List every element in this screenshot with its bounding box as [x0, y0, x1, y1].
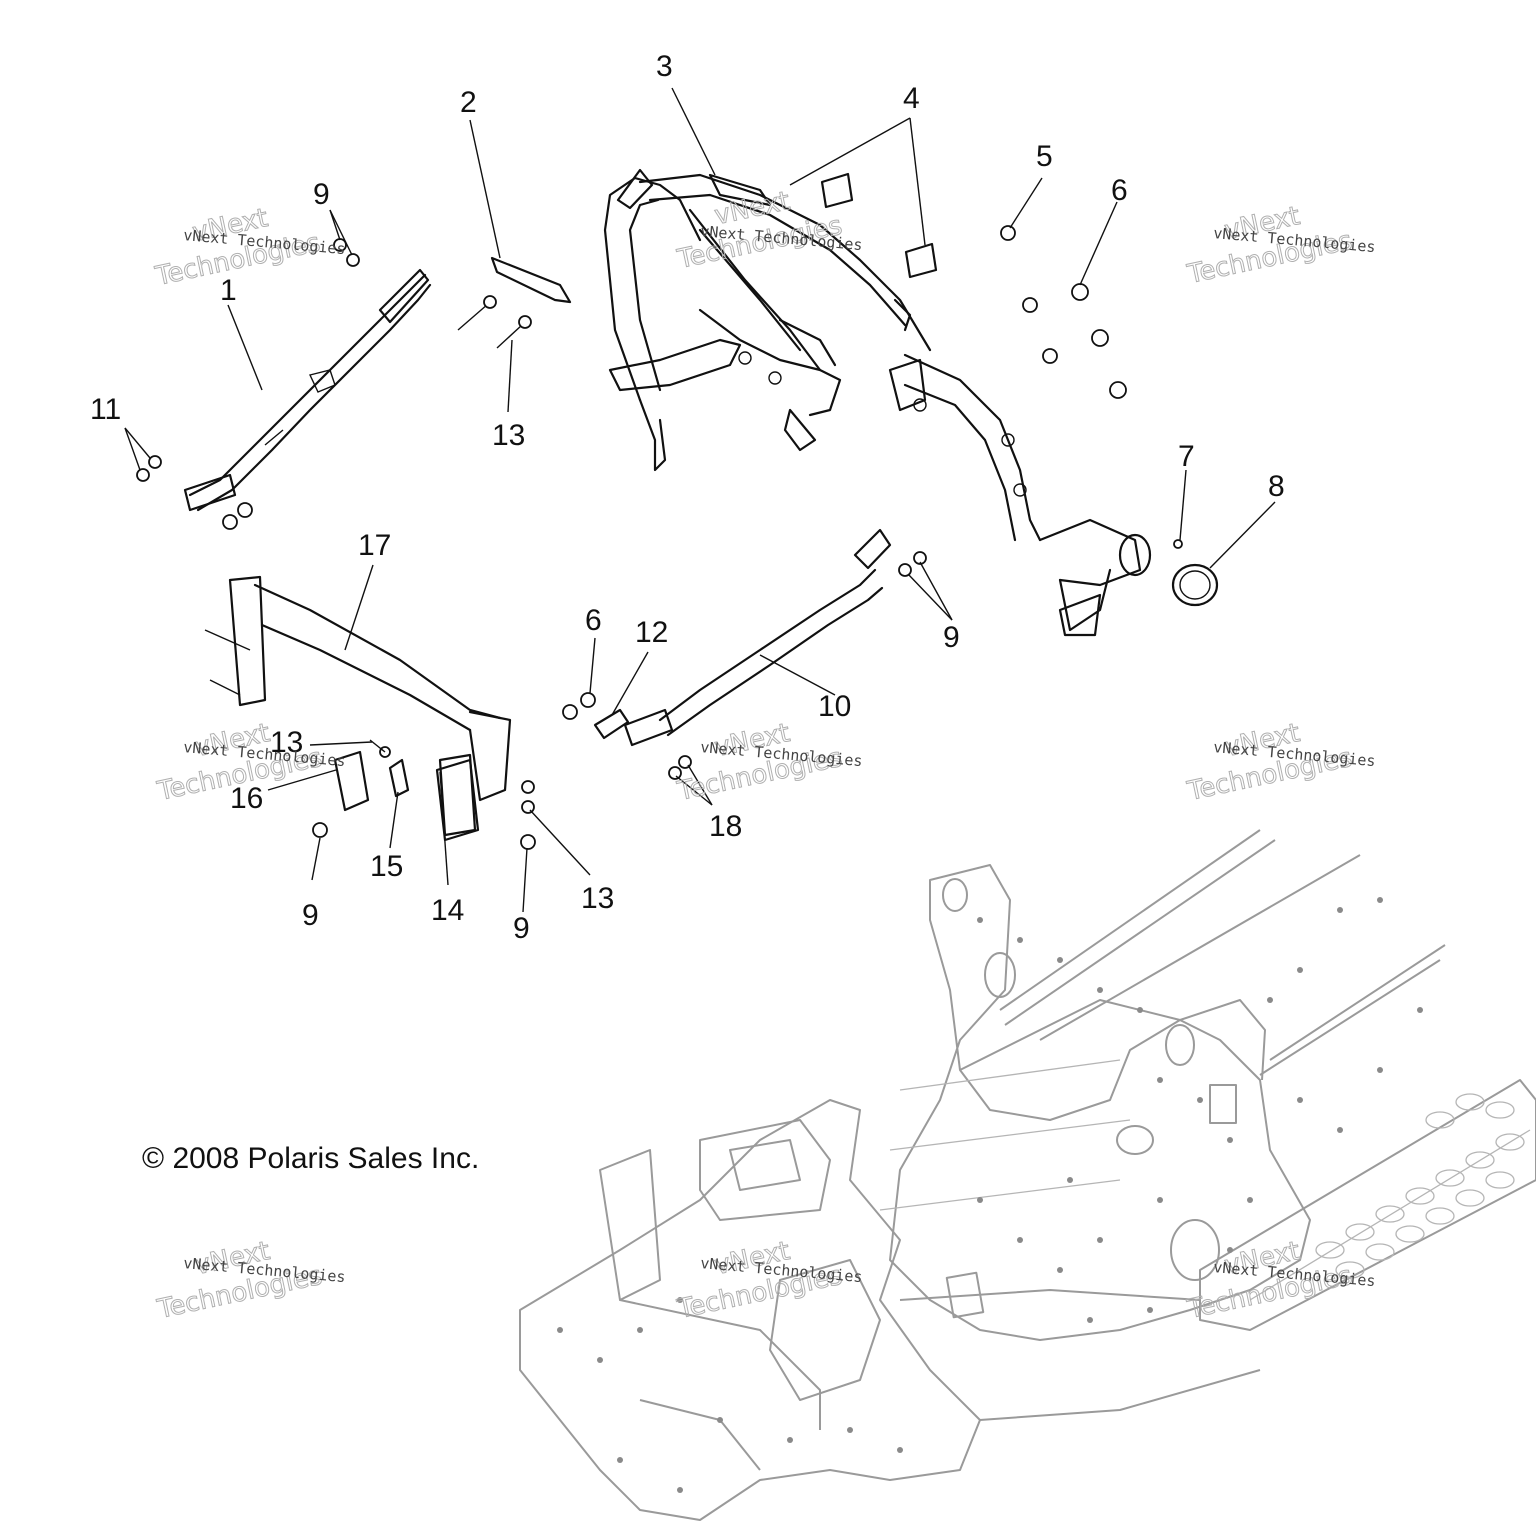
callout-5: 5	[1036, 140, 1053, 173]
callout-labels: 1 2 3 4 5 6 7 8 9 9 9 9 10 11 6 12 13 13…	[90, 50, 1285, 945]
callout-18: 18	[709, 810, 742, 843]
callout-13-right: 13	[581, 882, 614, 915]
callout-15: 15	[370, 850, 403, 883]
part-8-cap	[1171, 563, 1219, 607]
callout-11: 11	[90, 393, 121, 426]
main-frame-assembly	[603, 168, 1152, 637]
callout-9-lower-mid: 9	[513, 912, 530, 945]
callout-14: 14	[431, 894, 464, 927]
callout-6: 6	[1111, 174, 1128, 207]
callout-2: 2	[460, 86, 477, 119]
callout-4: 4	[903, 82, 920, 115]
callout-7: 7	[1178, 440, 1195, 473]
part-1-support-tube	[183, 268, 432, 512]
part-14-bracket	[435, 758, 480, 842]
callout-1: 1	[220, 274, 237, 307]
callout-12: 12	[635, 616, 668, 649]
part-2-bracket	[490, 256, 572, 304]
part-4-pads	[820, 172, 938, 279]
callout-13-top: 13	[492, 419, 525, 452]
callout-3: 3	[656, 50, 673, 83]
callout-17: 17	[358, 529, 391, 562]
callout-9-top: 9	[313, 178, 330, 211]
leader-lines	[124, 87, 1276, 913]
callout-6-lower: 6	[585, 604, 602, 637]
callout-9-lower-left: 9	[302, 899, 319, 932]
callout-13-left: 13	[270, 726, 303, 759]
chassis-ghost-illustration	[519, 829, 1536, 1521]
callout-8: 8	[1268, 470, 1285, 503]
part-10-support-tube	[623, 528, 892, 747]
part-16-bracket	[333, 750, 370, 812]
callout-9-right: 9	[943, 621, 960, 654]
part-15-clip	[388, 758, 410, 798]
copyright-notice: © 2008 Polaris Sales Inc.	[142, 1142, 479, 1175]
callout-10: 10	[818, 690, 851, 723]
part-12-plate	[593, 708, 630, 740]
callout-16: 16	[230, 782, 263, 815]
